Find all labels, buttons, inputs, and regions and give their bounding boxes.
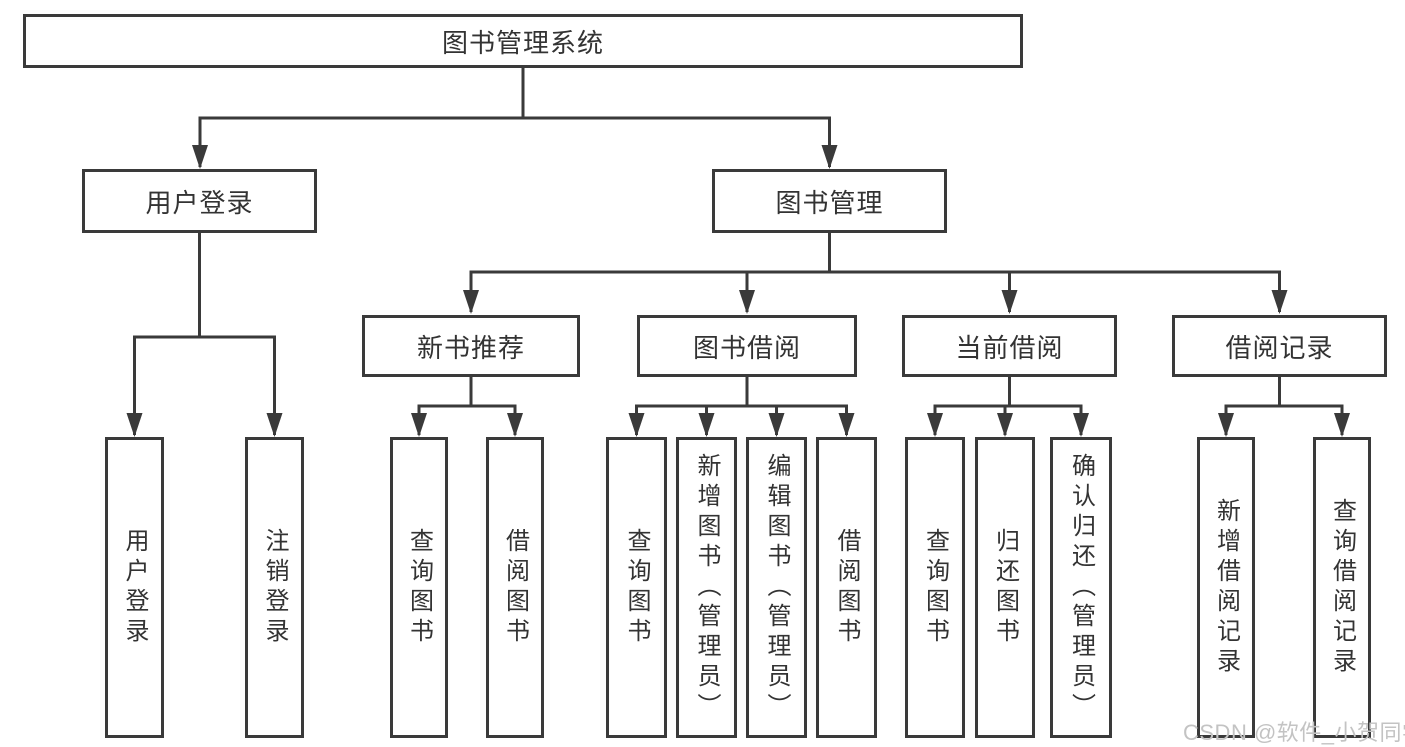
- leaf-confirm-return-admin: 确认归还（管理员）: [1050, 437, 1112, 738]
- node-label: 新增借阅记录: [1212, 497, 1240, 678]
- watermark-text: CSDN @软件_小贺同学: [1183, 720, 1405, 745]
- node-label: 借阅图书: [501, 527, 529, 648]
- leaf-logout-login: 注销登录: [245, 437, 304, 738]
- node-label: 借阅图书: [833, 527, 860, 648]
- node-label: 查询图书: [623, 527, 650, 648]
- leaf-query-borrow-record: 查询借阅记录: [1313, 437, 1371, 738]
- node-label: 查询借阅记录: [1328, 497, 1356, 678]
- leaf-query-books-current: 查询图书: [905, 437, 965, 738]
- leaf-add-books-admin: 新增图书（管理员）: [676, 437, 737, 738]
- node-book-borrowing: 图书借阅: [637, 315, 857, 377]
- node-label: 新增图书（管理员）: [693, 452, 720, 723]
- node-label: 注销登录: [261, 527, 288, 648]
- node-user-login: 用户登录: [82, 169, 317, 233]
- node-label: 编辑图书（管理员）: [763, 452, 790, 723]
- node-label: 确认归还（管理员）: [1067, 452, 1095, 723]
- leaf-edit-books-admin: 编辑图书（管理员）: [746, 437, 807, 738]
- node-label: 查询图书: [921, 527, 949, 648]
- node-label: 归还图书: [991, 527, 1019, 648]
- node-current-borrowing: 当前借阅: [902, 315, 1117, 377]
- leaf-query-books-recommend: 查询图书: [390, 437, 448, 738]
- leaf-borrow-books-recommend: 借阅图书: [486, 437, 544, 738]
- node-book-management: 图书管理: [712, 169, 947, 233]
- leaf-add-borrow-record: 新增借阅记录: [1197, 437, 1255, 738]
- leaf-return-books: 归还图书: [975, 437, 1035, 738]
- leaf-borrow-books-borrowing: 借阅图书: [816, 437, 877, 738]
- leaf-query-books-borrowing: 查询图书: [606, 437, 667, 738]
- node-new-book-recommendation: 新书推荐: [362, 315, 580, 377]
- leaf-user-login: 用户登录: [105, 437, 164, 738]
- node-library-system: 图书管理系统: [23, 14, 1023, 68]
- node-borrowing-records: 借阅记录: [1172, 315, 1387, 377]
- node-label: 查询图书: [405, 527, 433, 648]
- node-label: 用户登录: [121, 527, 148, 648]
